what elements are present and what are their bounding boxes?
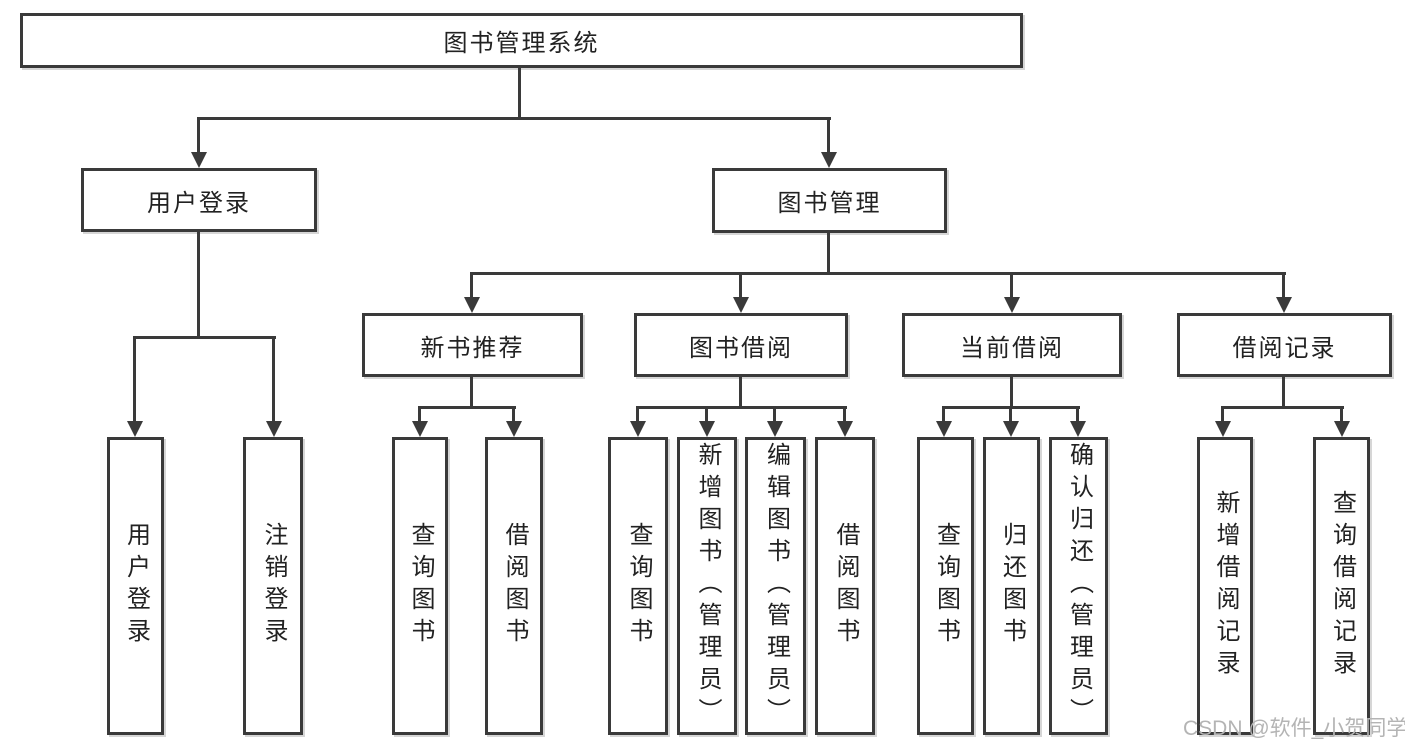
node-borrow-records: 借阅记录 xyxy=(1177,313,1392,377)
connector-drop xyxy=(843,406,846,422)
connector-drop xyxy=(942,406,945,422)
leaf-query-books-current: 查询图书 xyxy=(917,437,974,735)
connector-drop xyxy=(512,406,515,422)
connector-root-horizontal xyxy=(197,117,831,120)
leaf-label: 查询图书 xyxy=(625,522,652,650)
node-user-login: 用户登录 xyxy=(81,168,317,232)
leaf-label: 新增图书（管理员） xyxy=(694,442,721,730)
connector-drop-borrow-records xyxy=(1282,272,1285,298)
leaf-label: 借阅图书 xyxy=(832,522,859,650)
leaf-label: 查询图书 xyxy=(932,522,960,650)
node-book-management-system: 图书管理系统 xyxy=(20,13,1023,68)
connector-drop-book-borrow xyxy=(739,272,742,298)
connector-borrow-records-stem xyxy=(1282,377,1285,408)
leaf-label: 归还图书 xyxy=(998,522,1026,650)
connector-drop xyxy=(1221,406,1224,422)
leaf-label: 编辑图书（管理员） xyxy=(762,442,790,730)
arrow-book-borrow xyxy=(733,297,749,313)
node-new-book-recommend: 新书推荐 xyxy=(362,313,583,377)
leaf-return-books: 归还图书 xyxy=(983,437,1040,735)
leaf-add-books-admin: 新增图书（管理员） xyxy=(677,437,737,735)
leaf-logout: 注销登录 xyxy=(243,437,303,735)
connector-borrow-records-horizontal xyxy=(1221,406,1344,409)
leaf-label: 确认归还（管理员） xyxy=(1065,442,1093,730)
leaf-label: 查询借阅记录 xyxy=(1328,490,1356,682)
node-book-management: 图书管理 xyxy=(712,168,947,233)
connector-drop xyxy=(636,406,639,422)
leaf-label: 用户登录 xyxy=(122,522,150,650)
connector-user-login-horizontal xyxy=(133,336,276,339)
leaf-edit-books-admin: 编辑图书（管理员） xyxy=(745,437,806,735)
connector-drop xyxy=(1076,406,1079,422)
leaf-user-login: 用户登录 xyxy=(107,437,164,735)
leaf-query-borrow-record: 查询借阅记录 xyxy=(1313,437,1370,735)
connector-book-borrow-stem xyxy=(739,377,742,408)
connector-drop-book-management xyxy=(827,117,830,153)
node-label: 图书管理系统 xyxy=(443,30,600,57)
connector-user-login-stem xyxy=(197,232,200,339)
connector-new-book-horizontal xyxy=(418,406,516,409)
node-label: 当前借阅 xyxy=(960,334,1064,362)
arrow-book-management xyxy=(821,152,837,168)
leaf-borrow-books-borrowing: 借阅图书 xyxy=(815,437,875,735)
connector-drop-current-borrow xyxy=(1010,272,1013,298)
arrow-query-books-1 xyxy=(412,421,428,437)
leaf-confirm-return-admin: 确认归还（管理员） xyxy=(1049,437,1108,735)
connector-drop xyxy=(773,406,776,422)
node-label: 图书管理 xyxy=(777,190,882,217)
arrow-borrow-records xyxy=(1276,297,1292,313)
arrow-login xyxy=(127,421,143,437)
connector-drop xyxy=(418,406,421,422)
leaf-borrow-books-recommend: 借阅图书 xyxy=(485,437,543,735)
arrow-add-borrow-record xyxy=(1215,421,1231,437)
connector-drop-new-book xyxy=(470,272,473,298)
arrow-current-borrow xyxy=(1004,297,1020,313)
arrow-return-books xyxy=(1003,421,1019,437)
connector-current-borrow-stem xyxy=(1010,377,1013,408)
arrow-borrow-books-2 xyxy=(837,421,853,437)
arrow-confirm-return xyxy=(1070,421,1086,437)
connector-drop xyxy=(1340,406,1343,422)
leaf-label: 查询图书 xyxy=(407,522,434,650)
csdn-watermark: CSDN @软件_小贺同学 xyxy=(1183,717,1405,740)
node-label: 借阅记录 xyxy=(1232,334,1337,362)
arrow-query-books-2 xyxy=(630,421,646,437)
leaf-query-books-recommend: 查询图书 xyxy=(392,437,448,735)
connector-new-book-stem xyxy=(470,377,473,408)
arrow-borrow-books-1 xyxy=(506,421,522,437)
leaf-add-borrow-record: 新增借阅记录 xyxy=(1197,437,1253,735)
connector-book-borrow-horizontal xyxy=(636,406,847,409)
arrow-query-books-3 xyxy=(936,421,952,437)
connector-drop-logout xyxy=(272,336,275,422)
connector-drop xyxy=(705,406,708,422)
leaf-query-books-borrowing: 查询图书 xyxy=(608,437,668,735)
leaf-label: 新增借阅记录 xyxy=(1212,490,1239,682)
arrow-add-books xyxy=(699,421,715,437)
arrow-query-borrow-record xyxy=(1334,421,1350,437)
connector-root-stem xyxy=(518,68,521,120)
node-current-borrowing: 当前借阅 xyxy=(902,313,1122,377)
connector-book-management-stem xyxy=(827,233,830,275)
node-label: 图书借阅 xyxy=(689,334,793,362)
arrow-user-login xyxy=(191,152,207,168)
connector-drop-login xyxy=(133,336,136,422)
connector-level3-horizontal xyxy=(470,272,1286,275)
node-label: 新书推荐 xyxy=(420,334,525,362)
arrow-edit-books xyxy=(767,421,783,437)
connector-drop-user-login xyxy=(197,117,200,153)
leaf-label: 注销登录 xyxy=(260,522,287,650)
arrow-logout xyxy=(266,421,282,437)
arrow-new-book xyxy=(464,297,480,313)
node-book-borrowing: 图书借阅 xyxy=(634,313,848,377)
node-label: 用户登录 xyxy=(147,189,251,217)
leaf-label: 借阅图书 xyxy=(501,522,528,650)
connector-drop xyxy=(1009,406,1012,422)
